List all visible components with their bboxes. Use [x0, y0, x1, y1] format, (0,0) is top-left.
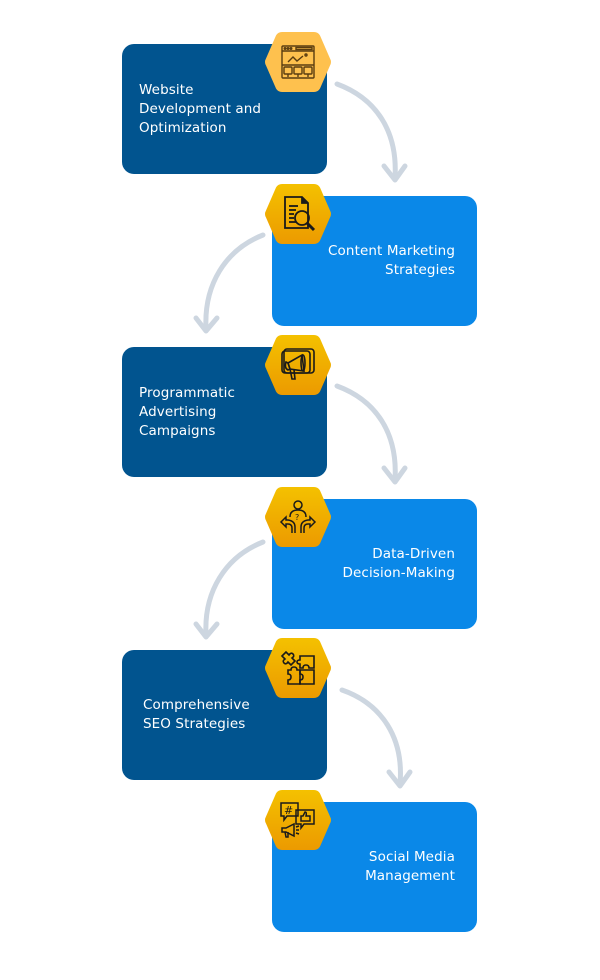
- hex-badge: ?: [264, 485, 332, 549]
- step-label: Comprehensive SEO Strategies: [143, 697, 250, 732]
- hex-badge: [264, 182, 332, 246]
- arrow-5-to-6: [339, 687, 413, 789]
- step-label: Data-Driven Decision-Making: [342, 546, 455, 581]
- svg-text:#: #: [284, 804, 293, 817]
- decision-person-icon: ?: [279, 500, 317, 533]
- document-search-icon: [284, 196, 316, 232]
- arrow-2-to-3: [193, 232, 266, 334]
- step-data-driven: Data-Driven Decision-Making: [272, 499, 477, 629]
- step-label: Content Marketing Strategies: [328, 243, 455, 278]
- social-media-icon: #: [280, 802, 315, 838]
- website-analytics-icon: [281, 45, 315, 79]
- arrow-3-to-4: [334, 383, 408, 485]
- svg-text:?: ?: [295, 513, 299, 522]
- step-label: Programmatic Advertising Campaigns: [139, 384, 236, 439]
- hex-badge: [264, 30, 332, 94]
- hex-badge: [264, 636, 332, 700]
- megaphone-icon: [281, 348, 315, 380]
- arrow-1-to-2: [334, 81, 408, 183]
- step-label: Website Development and Optimization: [139, 81, 262, 136]
- arrow-4-to-5: [193, 539, 266, 640]
- hex-badge: [264, 333, 332, 397]
- puzzle-icon: [280, 650, 315, 685]
- step-label: Social Media Management: [365, 849, 455, 884]
- hex-badge: #: [264, 788, 332, 852]
